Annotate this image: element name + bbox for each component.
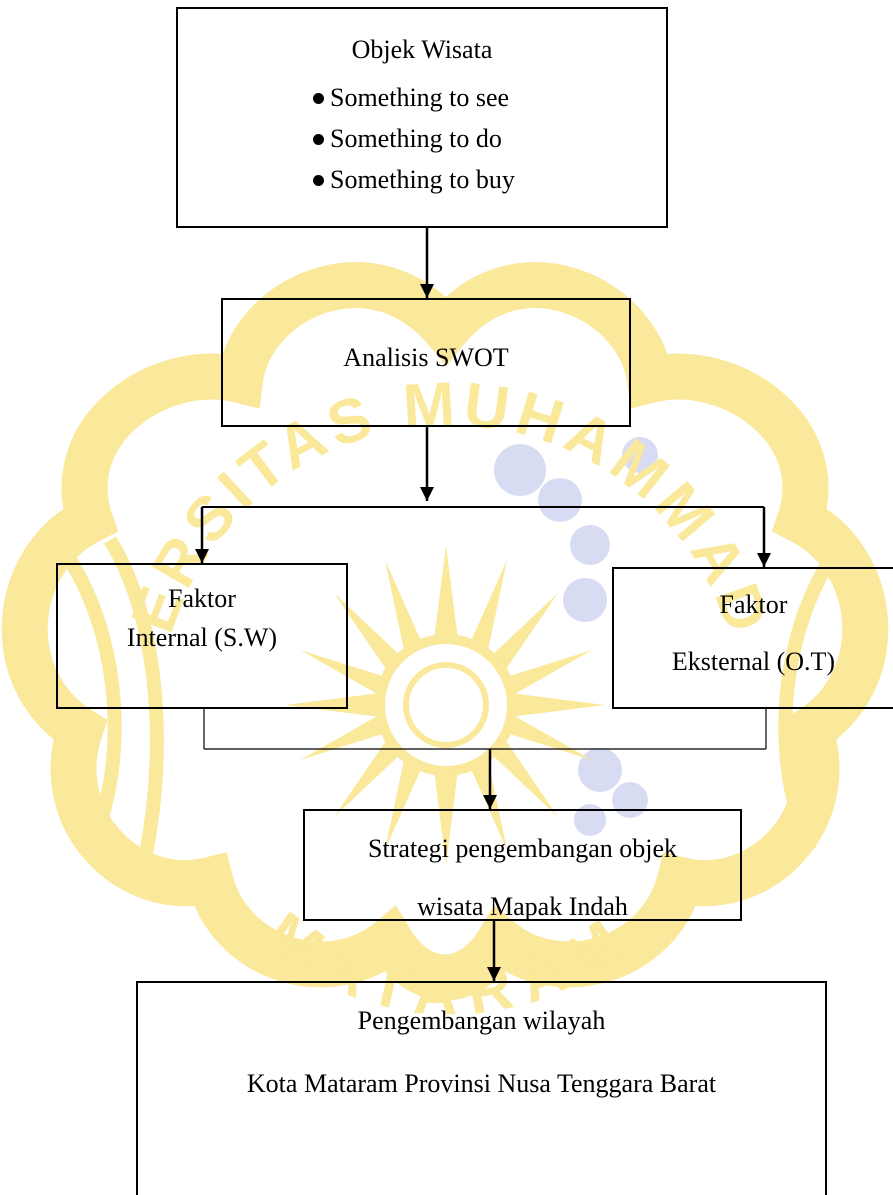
- node-objek-wisata-title: Objek Wisata: [351, 35, 493, 64]
- watermark-left-ornament: [64, 536, 164, 882]
- node-pengembangan-line2: Kota Mataram Provinsi Nusa Tenggara Bara…: [246, 1069, 717, 1098]
- node-faktor-internal-line2: Internal (S.W): [126, 623, 278, 652]
- node-analisis-swot-label: Analisis SWOT: [343, 343, 509, 372]
- node-pengembangan-line1: Pengembangan wilayah: [357, 1006, 606, 1035]
- bullet-item: Something to do: [313, 118, 515, 159]
- node-analisis-swot: Analisis SWOT: [221, 298, 631, 427]
- bullet-item: Something to buy: [313, 159, 515, 200]
- watermark-right-ornament: [778, 556, 836, 853]
- node-faktor-internal-line1: Faktor: [168, 584, 236, 613]
- watermark-outer-ring: [1, 262, 889, 1001]
- node-strategi-pengembangan: Strategi pengembangan objek wisata Mapak…: [303, 809, 742, 921]
- node-strategi-line1: Strategi pengembangan objek: [367, 834, 678, 863]
- node-strategi-line2: wisata Mapak Indah: [417, 892, 628, 921]
- node-faktor-eksternal-line2: Eksternal (O.T): [671, 647, 836, 676]
- node-objek-wisata: Objek Wisata Something to see Something …: [176, 7, 668, 228]
- bullet-item: Something to see: [313, 77, 515, 118]
- node-faktor-internal: Faktor Internal (S.W): [56, 563, 348, 709]
- node-pengembangan-wilayah: Pengembangan wilayah Kota Mataram Provin…: [136, 981, 827, 1195]
- node-faktor-eksternal-line1: Faktor: [719, 590, 788, 619]
- objek-wisata-bullet-list: Something to see Something to do Somethi…: [313, 77, 515, 200]
- node-faktor-eksternal: Faktor Eksternal (O.T): [612, 567, 893, 709]
